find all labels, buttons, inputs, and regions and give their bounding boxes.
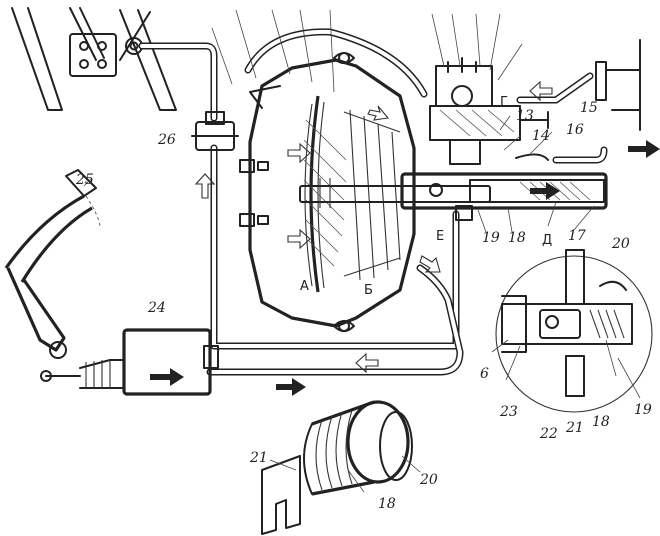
pedal-bracket xyxy=(11,7,177,111)
callout-18-main: 18 xyxy=(508,230,526,246)
callout-25: 25 xyxy=(75,172,94,188)
callout-19-inset: 19 xyxy=(634,402,652,418)
letter-e: Е xyxy=(436,229,444,244)
letter-g: Г xyxy=(500,95,508,110)
master-cylinder xyxy=(79,328,219,396)
sleeve-detail xyxy=(261,400,413,535)
letter-a: А xyxy=(300,279,309,294)
control-valve xyxy=(429,39,641,165)
brake-pedal xyxy=(4,169,101,382)
callout-labels: 13 14 15 16 17 18 19 20 6 23 22 21 18 19… xyxy=(75,100,652,512)
callout-18-sleeve: 18 xyxy=(378,496,396,512)
valve-26 xyxy=(191,111,239,151)
callout-21-inset: 21 xyxy=(565,420,584,436)
callout-14: 14 xyxy=(532,128,550,144)
air-pipes xyxy=(138,28,608,376)
output-cylinder xyxy=(400,153,608,221)
callout-21-sleeve: 21 xyxy=(249,450,268,466)
callout-16: 16 xyxy=(566,122,584,138)
callout-24: 24 xyxy=(147,300,166,316)
callout-19-main: 19 xyxy=(482,230,500,246)
flow-arrows xyxy=(150,80,660,396)
callout-20-sleeve: 20 xyxy=(419,472,438,488)
callout-13: 13 xyxy=(516,108,534,124)
callout-26: 26 xyxy=(157,132,176,148)
booster-chamber xyxy=(239,52,491,332)
detail-inset xyxy=(495,249,653,413)
callout-23: 23 xyxy=(499,404,518,420)
letter-labels: А Б Г Д Е xyxy=(300,95,552,298)
callout-22: 22 xyxy=(539,426,558,442)
letter-b: Б xyxy=(364,283,373,298)
callout-6: 6 xyxy=(480,366,489,382)
callout-15: 15 xyxy=(580,100,598,116)
callout-20-inset: 20 xyxy=(611,236,630,252)
letter-d: Д xyxy=(542,233,552,248)
leader-lines xyxy=(83,9,641,493)
callout-18-inset: 18 xyxy=(592,414,610,430)
callout-17: 17 xyxy=(568,228,586,244)
